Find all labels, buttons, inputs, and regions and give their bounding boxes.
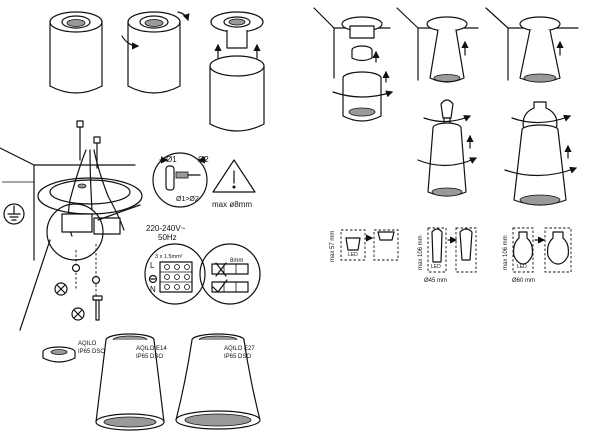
- strip-length-label: 8mm: [230, 258, 243, 264]
- column-aqilo-e27-install: [485, 7, 579, 206]
- frequency-label: 50Hz: [158, 233, 177, 242]
- voltage-label: 220-240V~: [146, 224, 186, 233]
- max106b-label: max 106 mm: [503, 235, 509, 270]
- screw-icon: [71, 307, 85, 321]
- product-aqilo: AQILO IP65 DSO: [42, 341, 105, 363]
- screw-icon: [54, 282, 68, 296]
- led3-label: LED: [517, 264, 527, 270]
- cable-spec-label: 3 x 1.5mm²: [155, 254, 183, 260]
- column-aqilo-e14-install: [396, 7, 479, 197]
- strip-length-detail: 8mm: [199, 243, 261, 305]
- rotate-arrow-icon: [121, 35, 140, 50]
- ceiling-wiring-scene: [0, 120, 143, 331]
- spec-aqilo-e14-led: max 106 mm LED Ø45 mm: [418, 227, 477, 284]
- spec-aqilo-e27-led: max 106 mm LED Ø60 mm: [503, 227, 572, 284]
- dia60-label: Ø60 mm: [512, 278, 535, 284]
- check-mark-icon: [212, 279, 228, 293]
- warning-triangle-icon: [212, 159, 256, 193]
- led1-label: LED: [348, 252, 358, 258]
- prod1-ip: IP65 DSO: [78, 349, 105, 355]
- screw-icon: [93, 136, 101, 169]
- step-cylinder-remove: [209, 11, 265, 132]
- prod1-name: AQILO: [78, 341, 97, 347]
- led2-label: LED: [431, 264, 441, 270]
- max-cable-label: max ø8mm: [212, 200, 252, 209]
- max57-label: max 57 mm: [330, 231, 336, 262]
- cross-mark-icon: [215, 262, 227, 277]
- column-aqilo-install: [313, 7, 394, 122]
- rotate-arrow-icon: [177, 11, 190, 22]
- dia45-label: Ø45 mm: [424, 278, 447, 284]
- terminal-n-label: N: [150, 285, 156, 294]
- prod2-name: AQILO E14: [136, 346, 167, 352]
- cable-diameter-detail: Ø1 Ø2 Ø1>Ø2: [152, 152, 209, 208]
- prod3-name: AQILO E27: [224, 346, 255, 352]
- screw-icon: [76, 120, 84, 161]
- step-cylinder-rotate: [121, 11, 190, 94]
- terminal-l-label: L: [150, 261, 155, 270]
- max106a-label: max 106 mm: [418, 235, 424, 270]
- spec-aqilo-led: max 57 mm LED: [330, 229, 399, 262]
- prod2-ip: IP65 DSO: [136, 354, 163, 360]
- step-cylinder-closed: [49, 11, 103, 94]
- terminal-detail-circle: 3 x 1.5mm² L N: [144, 243, 206, 305]
- prod3-ip: IP65 DSO: [224, 354, 251, 360]
- screw-icon: [71, 263, 101, 285]
- dia1-label: Ø1: [166, 155, 177, 164]
- dia-compare-label: Ø1>Ø2: [176, 196, 199, 203]
- product-aqilo-e27: AQILO E27 IP65 DSO: [175, 333, 261, 430]
- product-aqilo-e14: AQILO E14 IP65 DSO: [95, 333, 167, 431]
- earth-ground-icon: [3, 203, 25, 225]
